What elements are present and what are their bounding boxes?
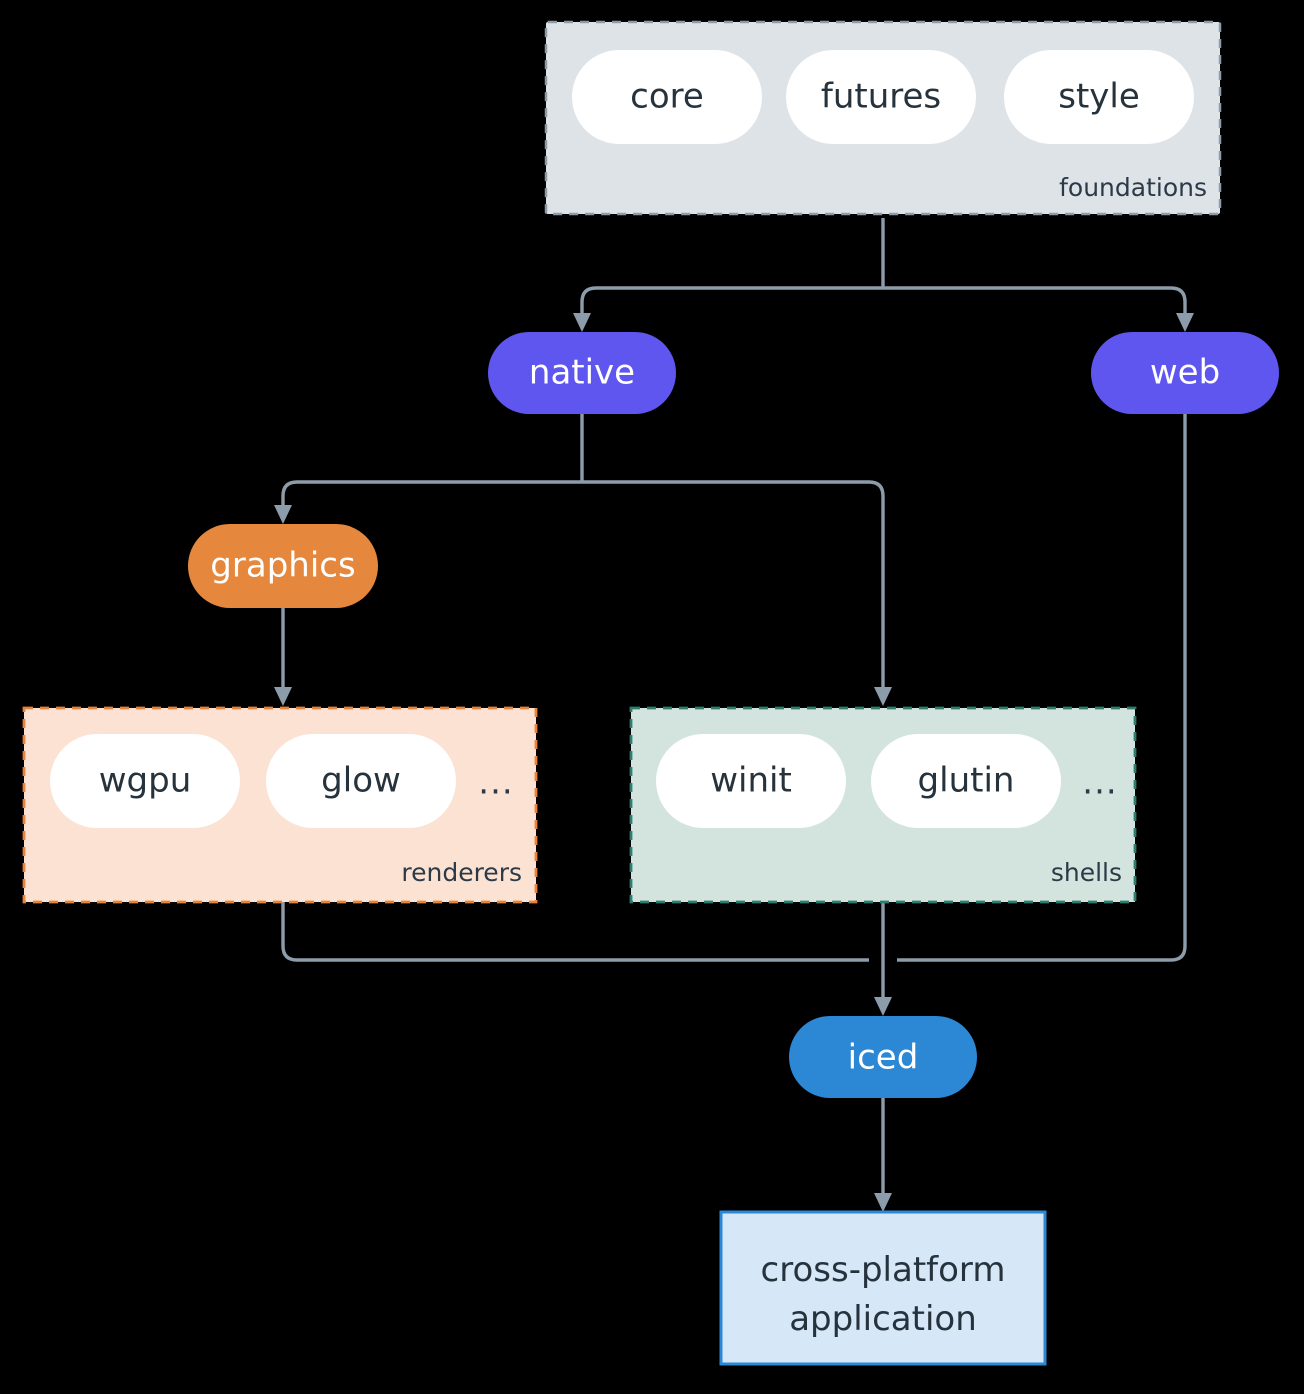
arrowhead-renderers-top <box>274 687 292 706</box>
node-glow-label: glow <box>321 761 401 801</box>
node-graphics[interactable]: graphics <box>188 524 378 608</box>
arrowhead-native-top <box>573 313 591 332</box>
node-renderers-more-label: ... <box>478 763 513 803</box>
node-application-box <box>719 1210 1047 1366</box>
node-native-shape <box>488 332 676 414</box>
group-foundations-label: foundations <box>1059 173 1207 202</box>
node-native-label: native <box>529 353 635 393</box>
node-style-label: style <box>1058 77 1140 117</box>
arrowhead-web-top <box>1176 313 1194 332</box>
node-native[interactable]: native <box>488 332 676 414</box>
node-glutin[interactable] <box>871 734 1061 828</box>
group-foundations[interactable]: core futures style foundations <box>544 20 1222 216</box>
node-web-shape <box>1091 332 1279 414</box>
node-glow[interactable] <box>266 734 456 828</box>
group-renderers-label: renderers <box>401 858 522 887</box>
node-futures[interactable] <box>786 50 976 144</box>
node-winit[interactable] <box>656 734 846 828</box>
arrowhead-iced-top <box>874 997 892 1016</box>
arrowhead-graphics-top <box>274 505 292 524</box>
node-futures-label: futures <box>821 77 941 117</box>
edge-foundations-to-native <box>580 286 883 316</box>
node-shells-more-label: ... <box>1082 763 1117 803</box>
edge-renderers-to-iced <box>281 902 869 962</box>
edge-web-to-iced <box>897 412 1187 962</box>
node-application-label-line1: cross-platform <box>761 1250 1006 1290</box>
edge-native-to-graphics <box>281 480 582 508</box>
node-application-label-line2: application <box>789 1299 977 1339</box>
arrowhead-application-top <box>874 1193 892 1212</box>
node-glutin-label: glutin <box>918 761 1015 801</box>
node-iced[interactable]: iced <box>789 1016 977 1098</box>
edge-foundations-to-web <box>883 286 1187 316</box>
node-cross-platform-application[interactable]: cross-platform application <box>719 1210 1047 1366</box>
node-style[interactable] <box>1004 50 1194 144</box>
group-shells[interactable]: winit glutin ... shells <box>629 706 1137 904</box>
node-graphics-label: graphics <box>210 546 355 586</box>
node-core-label: core <box>630 77 704 117</box>
node-winit-label: winit <box>710 761 792 801</box>
node-graphics-shape <box>188 524 378 608</box>
node-wgpu[interactable] <box>50 734 240 828</box>
connector-layer <box>274 218 1194 1212</box>
edge-native-to-shells <box>582 480 885 690</box>
arrowhead-shells-top <box>874 687 892 706</box>
node-web-label: web <box>1150 353 1220 393</box>
node-iced-label: iced <box>848 1038 919 1078</box>
node-wgpu-label: wgpu <box>99 761 192 801</box>
node-web[interactable]: web <box>1091 332 1279 414</box>
node-iced-shape <box>789 1016 977 1098</box>
node-core[interactable] <box>572 50 762 144</box>
group-shells-label: shells <box>1051 858 1122 887</box>
group-renderers[interactable]: wgpu glow ... renderers <box>22 706 538 904</box>
